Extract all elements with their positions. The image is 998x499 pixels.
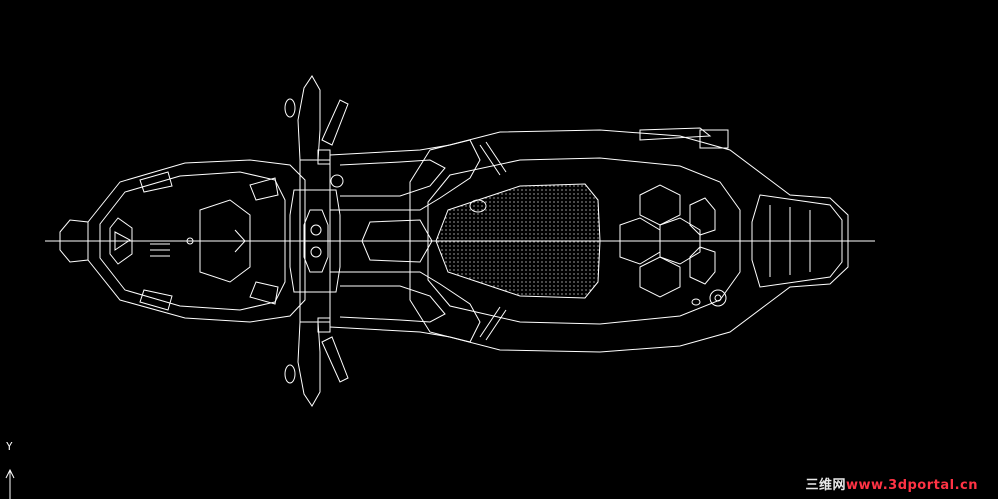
- seat-texture: [435, 183, 601, 299]
- scooter-top-view: [45, 75, 875, 407]
- seat-and-tail: [409, 127, 849, 353]
- watermark-cn: 三维网: [805, 478, 847, 493]
- handlebar: [284, 75, 349, 407]
- floorboard: [329, 139, 481, 343]
- watermark: 三维网www.3dportal.cn: [806, 474, 979, 493]
- ucs-axis-label: Y: [6, 440, 13, 453]
- ucs-axis-icon: [5, 468, 15, 499]
- front-fairing: [59, 159, 306, 323]
- watermark-url: www.3dportal.cn: [846, 478, 978, 493]
